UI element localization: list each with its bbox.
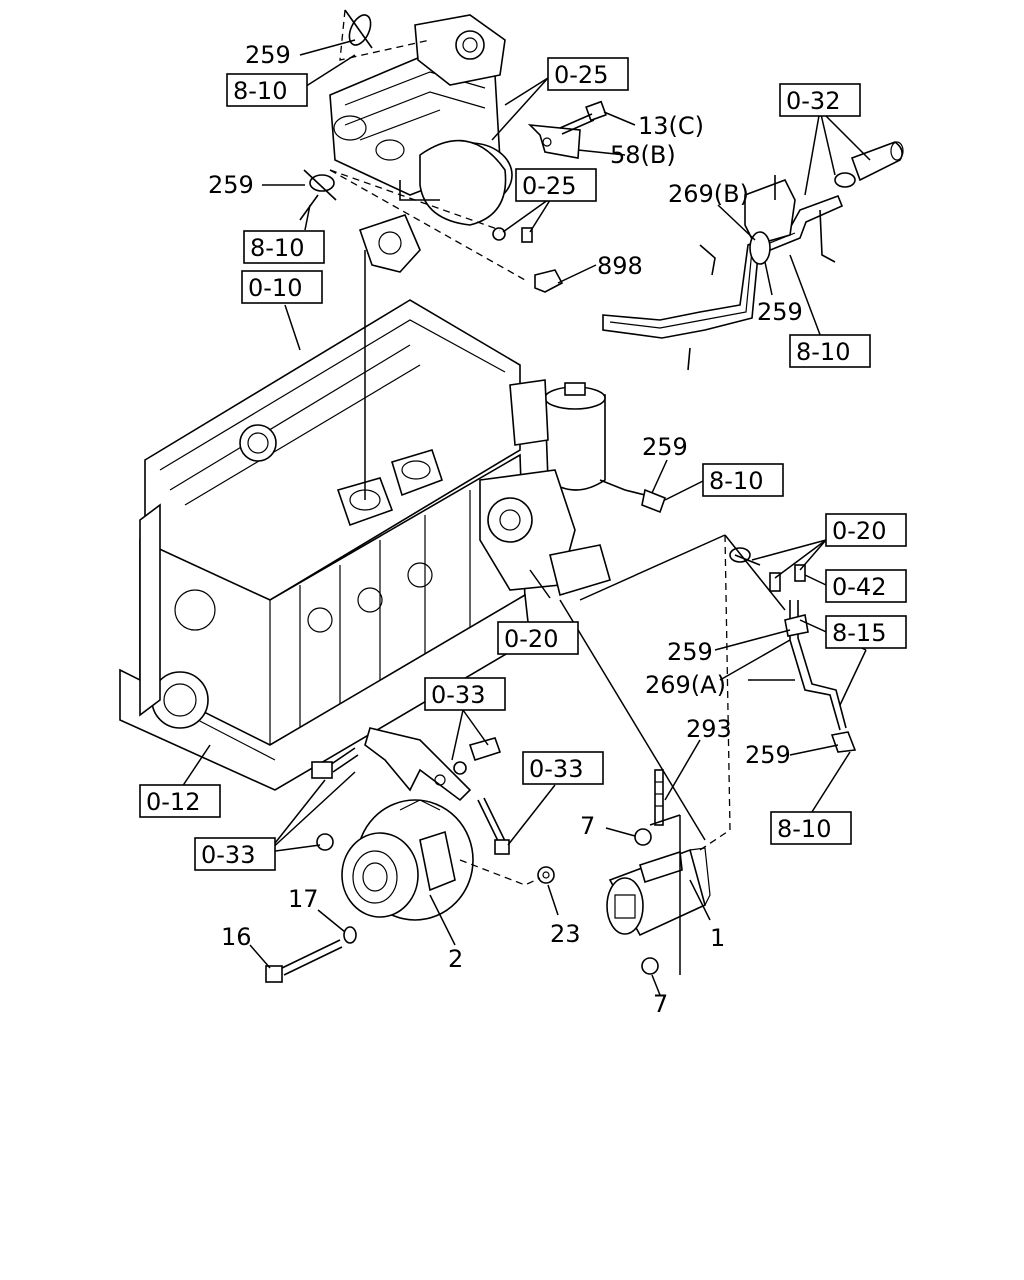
svg-text:8-10: 8-10: [250, 234, 304, 262]
callout-293: 293: [686, 715, 732, 743]
callout-2: 2: [448, 945, 463, 973]
callout-23: 23: [550, 920, 581, 948]
callout-259-left: 259: [208, 171, 254, 199]
starter-motor: [606, 847, 711, 937]
nut-23: [537, 866, 555, 884]
svg-text:0-33: 0-33: [201, 841, 255, 869]
ref-box-0-20-right[interactable]: 0-20: [825, 513, 907, 547]
callout-269a: 269(A): [645, 671, 726, 699]
callout-269b: 269(B): [668, 180, 749, 208]
svg-text:0-33: 0-33: [431, 681, 485, 709]
svg-text:8-10: 8-10: [233, 77, 287, 105]
reference-boxes: 8-10 0-25 0-32 0-25 8-10 0-10 8-10 8-10: [139, 57, 907, 871]
callout-1: 1: [710, 924, 725, 952]
callout-17: 17: [288, 885, 319, 913]
engine-block: [119, 299, 531, 791]
ref-box-0-12[interactable]: 0-12: [139, 784, 221, 818]
ref-box-8-10-fuel[interactable]: 8-10: [702, 463, 784, 497]
callout-259-lower: 259: [745, 741, 791, 769]
callout-259-pipe: 259: [757, 298, 803, 326]
svg-text:8-10: 8-10: [777, 815, 831, 843]
hose-clamp-left: [299, 169, 337, 221]
leader-lines: [179, 9, 871, 996]
ref-box-0-25-mid[interactable]: 0-25: [515, 168, 597, 202]
nut-0-25: [492, 227, 533, 243]
svg-text:0-10: 0-10: [248, 274, 302, 302]
washer-17: [343, 926, 357, 944]
nut-7-lower: [641, 957, 659, 975]
svg-text:0-20: 0-20: [832, 517, 886, 545]
svg-text:0-32: 0-32: [786, 87, 840, 115]
ref-box-8-10-top[interactable]: 8-10: [226, 73, 308, 107]
svg-text:8-10: 8-10: [709, 467, 763, 495]
callout-7-upper: 7: [580, 812, 595, 840]
ref-box-0-25-top[interactable]: 0-25: [547, 57, 629, 91]
ref-box-8-10-lower[interactable]: 8-10: [770, 811, 852, 845]
ref-box-0-42[interactable]: 0-42: [825, 569, 907, 603]
alternator: [341, 799, 474, 921]
svg-text:0-33: 0-33: [529, 755, 583, 783]
svg-text:8-10: 8-10: [796, 338, 850, 366]
ref-box-0-10[interactable]: 0-10: [241, 270, 323, 304]
ref-box-0-33-right[interactable]: 0-33: [522, 751, 604, 785]
exhaust-gasket: [358, 214, 421, 273]
nut-0-33-lower: [316, 833, 334, 851]
svg-text:0-25: 0-25: [522, 172, 576, 200]
fuel-line-fittings: [599, 479, 806, 592]
callout-13c: 13(C): [638, 112, 704, 140]
ref-box-0-33-top[interactable]: 0-33: [424, 677, 506, 711]
ref-box-0-33-left[interactable]: 0-33: [194, 837, 276, 871]
ref-box-0-20-center[interactable]: 0-20: [497, 621, 579, 655]
callout-labels: 259 13(C) 58(B) 259 269(B) 898 259 259 2…: [208, 41, 803, 1018]
water-pump: [479, 469, 611, 597]
clip-898: [534, 269, 564, 293]
oil-filter: [509, 379, 606, 491]
ref-box-0-32[interactable]: 0-32: [779, 83, 861, 117]
stud-293: [654, 769, 664, 826]
alternator-bracket: [311, 727, 510, 855]
callout-259-top: 259: [245, 41, 291, 69]
callout-259-oil: 259: [667, 638, 713, 666]
callout-259-fuel: 259: [642, 433, 688, 461]
svg-text:8-15: 8-15: [832, 619, 886, 647]
svg-text:0-25: 0-25: [554, 61, 608, 89]
svg-text:0-42: 0-42: [832, 573, 886, 601]
callout-898: 898: [597, 252, 643, 280]
svg-text:0-12: 0-12: [146, 788, 200, 816]
nut-7-upper: [634, 828, 652, 846]
bolt-16: [265, 939, 343, 983]
callout-16: 16: [221, 923, 252, 951]
turbocharger-assembly: [329, 14, 513, 226]
callout-58b: 58(B): [610, 141, 676, 169]
bolt-13c: [559, 100, 607, 135]
ref-box-8-15[interactable]: 8-15: [825, 615, 907, 649]
coolant-hose: [834, 141, 904, 188]
callout-7-lower: 7: [653, 990, 668, 1018]
ref-box-8-10-left[interactable]: 8-10: [243, 230, 325, 264]
svg-text:0-20: 0-20: [504, 625, 558, 653]
ref-box-8-10-pipe[interactable]: 8-10: [789, 334, 871, 368]
hose-clamp-top: [344, 9, 373, 49]
